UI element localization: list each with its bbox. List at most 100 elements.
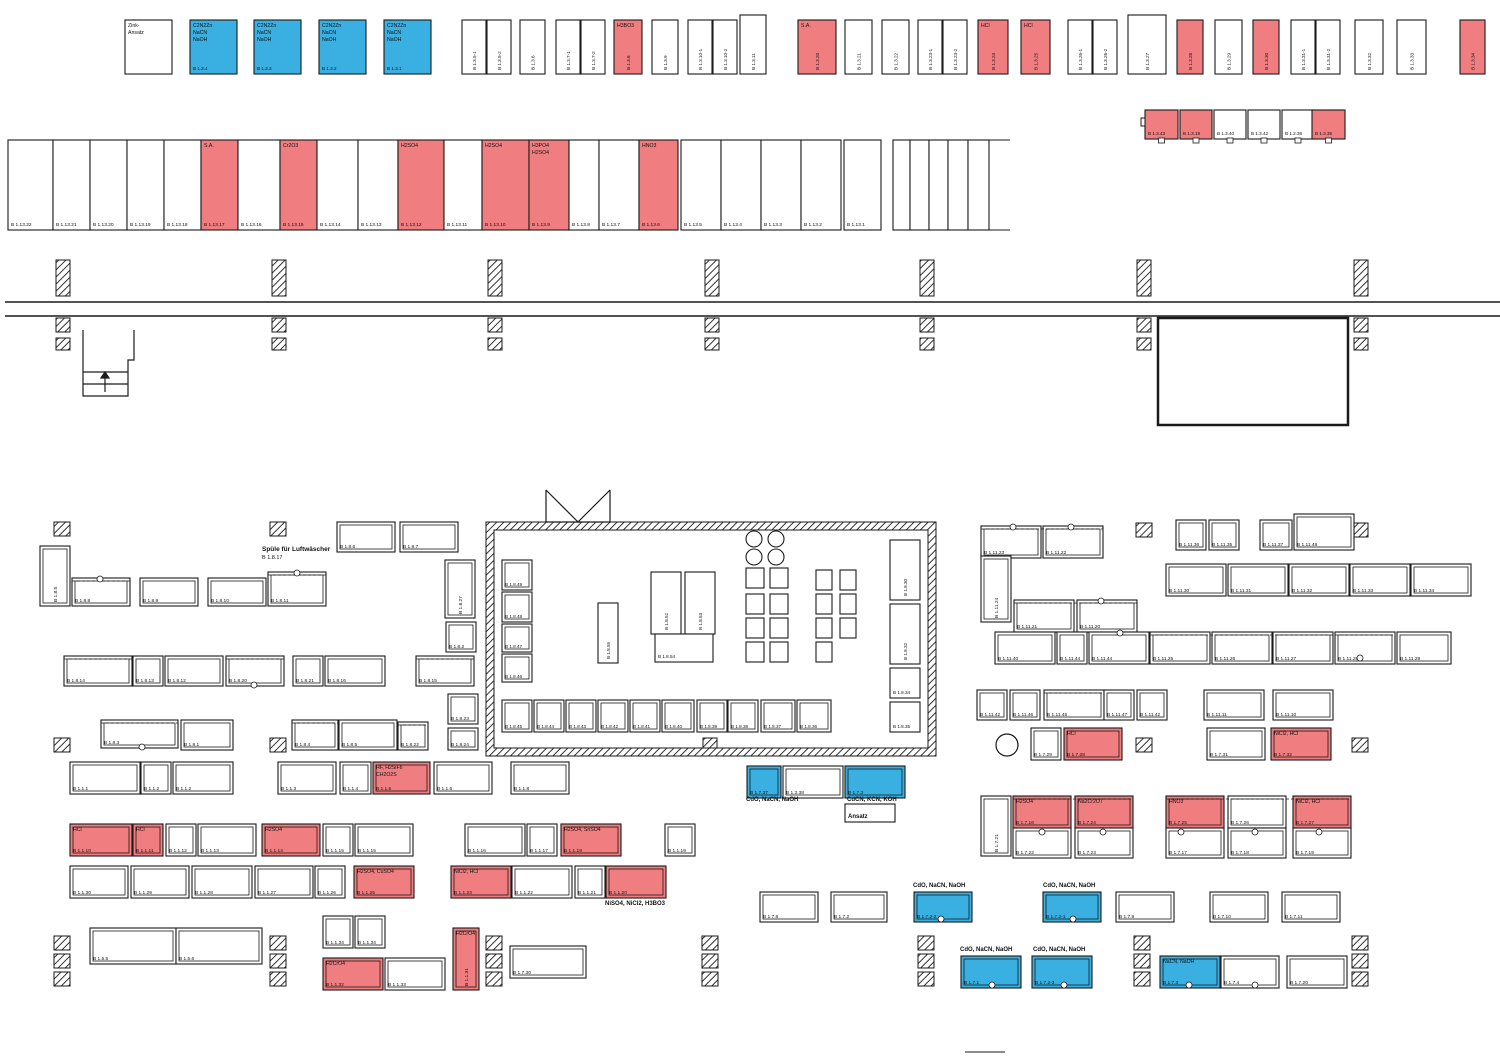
top-row-tank: Zink-Ansatz — [124, 19, 173, 75]
cabinet: B 1.1.34 — [322, 915, 354, 949]
tank-label: B 1.1.5 — [376, 786, 392, 792]
small-container — [839, 593, 857, 615]
tank-label: B 1.7.1 — [964, 980, 980, 986]
cabinet: B 1.11.10 — [1272, 689, 1334, 721]
pillar — [1136, 317, 1152, 333]
tank-label: B 1.3.19 — [1183, 131, 1201, 136]
chemical-label: C2N2Zn — [387, 23, 406, 29]
valve — [1158, 137, 1165, 144]
tank-label: B 1.8.11 — [271, 598, 289, 604]
pillar — [701, 935, 719, 951]
chemical-label: S.A. — [204, 143, 214, 149]
cabinet: B 1.7.21 — [980, 795, 1012, 857]
tank-label: B 1.8.52 — [664, 612, 669, 630]
small-container — [769, 567, 789, 589]
cabinet: B 1.11.31 — [1227, 563, 1289, 597]
cabinet: B 1.1.15 — [322, 823, 354, 857]
tank-label: B 1.11.46 — [1013, 712, 1034, 718]
cabinet: B 1.1.20 — [605, 865, 667, 899]
chemical-label: Na2Cr2O7 — [1078, 799, 1103, 805]
tank-label: B 1.13.9 — [532, 222, 550, 228]
tank-label: B 1.13.5 — [684, 222, 702, 228]
room-box: B 1.8.37 — [760, 699, 796, 733]
cabinet: B 1.1.17 — [526, 823, 558, 857]
chemical-label: C2N2Zn — [257, 23, 276, 29]
tank-label: B 1.1.2 — [144, 786, 160, 792]
tank-label: B 1.8.43 — [569, 724, 587, 729]
main-row-tank: B 1.13.22 — [7, 139, 54, 231]
tank-label: B 1.3.5-2 — [497, 51, 502, 70]
cabinet: B 1.7.29 — [1030, 727, 1062, 761]
main-row-tank: B 1.13.19 — [126, 139, 165, 231]
chemical-label: H2SO4, CuSO4 — [357, 869, 394, 875]
tank-label: B 1.7.21 — [994, 834, 1000, 852]
tank-label: B 1.11.23 — [984, 550, 1005, 556]
tank-label: B 1.8.1 — [184, 742, 200, 748]
cabinet: B 1.1.13 — [197, 823, 257, 857]
pillar — [53, 521, 71, 537]
cabinet: B 1.1.29 — [130, 865, 190, 899]
cabinet: B 1.8.6 — [336, 521, 396, 553]
tank-label: B 1.7.26 — [1231, 820, 1249, 826]
tank-label: B 1.1.34 — [326, 940, 344, 946]
chemical-label: NaCN, NaOH — [1163, 959, 1195, 965]
tank-label: B 1.3.32 — [1367, 52, 1372, 70]
cabinet: B 1.8.11 — [267, 571, 327, 607]
top-row-tank: B 1.3.21 — [844, 19, 873, 75]
chemical-label: H3BO3 — [617, 23, 634, 29]
top-row-tank: B 1.3.5-2 — [486, 19, 512, 75]
tank-label: B 1.3.9 — [663, 55, 668, 70]
tank-label: B 1.1.31 — [464, 968, 470, 986]
cabinet: B 1.7.8 — [759, 891, 819, 923]
cabinet: B 1.7.9 — [1115, 891, 1175, 923]
tank-label: B 1.8.3 — [104, 740, 120, 746]
tank-label: B 1.11.33 — [1353, 588, 1374, 594]
valve — [1097, 597, 1105, 605]
tank-label: B 1.1.19 — [668, 848, 686, 854]
tank-label: B 1.11.42 — [1140, 712, 1161, 718]
small-row-tank: B 1.3.19 — [1179, 109, 1213, 140]
pillar — [701, 971, 719, 987]
main-row-tank: B 1.13.13 — [357, 139, 399, 231]
tank-label: B 1.13.1 — [847, 222, 865, 228]
tank-label: B 1.1.1 — [73, 786, 89, 792]
pillar — [487, 317, 503, 333]
annotation: CdO, NaCN, NaOH — [746, 797, 798, 803]
cabinet: B 1.11.46 — [1009, 689, 1041, 721]
valve — [1177, 828, 1185, 836]
room-box: B 1.8.41 — [629, 699, 661, 733]
tank-label: B 1.8.9 — [143, 598, 159, 604]
pillars — [53, 259, 1369, 987]
cabinet: B 1.11.11 — [1203, 689, 1265, 721]
room-box: B 1.8.48 — [501, 591, 533, 623]
tank-label: B 1.1.10 — [73, 848, 91, 854]
tank-label: B 1.8.8 — [75, 598, 91, 604]
tank-label: B 1.3.34 — [1471, 52, 1476, 70]
pillar — [269, 521, 287, 537]
tank-label: B 1.1.4 — [343, 786, 359, 792]
cabinet: B 1.11.48 — [1293, 513, 1355, 551]
valve — [1069, 915, 1077, 923]
pillar — [1133, 971, 1151, 987]
tank-label: B 1.11.29 — [1400, 656, 1421, 662]
tank-label: B 1.11.44 — [1092, 656, 1113, 662]
cabinet: B 1.7.31 — [1206, 727, 1266, 761]
tank-label: B 1.8.55 — [606, 641, 611, 659]
cabinet: B 1.11.29 — [1396, 631, 1452, 665]
cabinet: B 1.11.33 — [1349, 563, 1411, 597]
tank-label: B 1.8.48 — [505, 614, 523, 619]
chemical-label: NaCN — [257, 30, 271, 36]
tank-label: B 1.11.10 — [1276, 712, 1297, 718]
valve — [1356, 654, 1364, 662]
main-row-tank: B 1.13.16 — [237, 139, 281, 231]
tank-label: B 1.1.30 — [73, 890, 91, 896]
tank-label: B 1.7.2-1 — [1046, 914, 1066, 920]
tank-label: B 1.3.10-2 — [723, 48, 728, 70]
top-row-tank: B 1.3.6 — [519, 19, 546, 75]
chemical-label: NiCl2, HCl — [1274, 731, 1298, 737]
small-container — [745, 567, 765, 589]
top-row-tank: B 1.3.32 — [1354, 19, 1384, 75]
